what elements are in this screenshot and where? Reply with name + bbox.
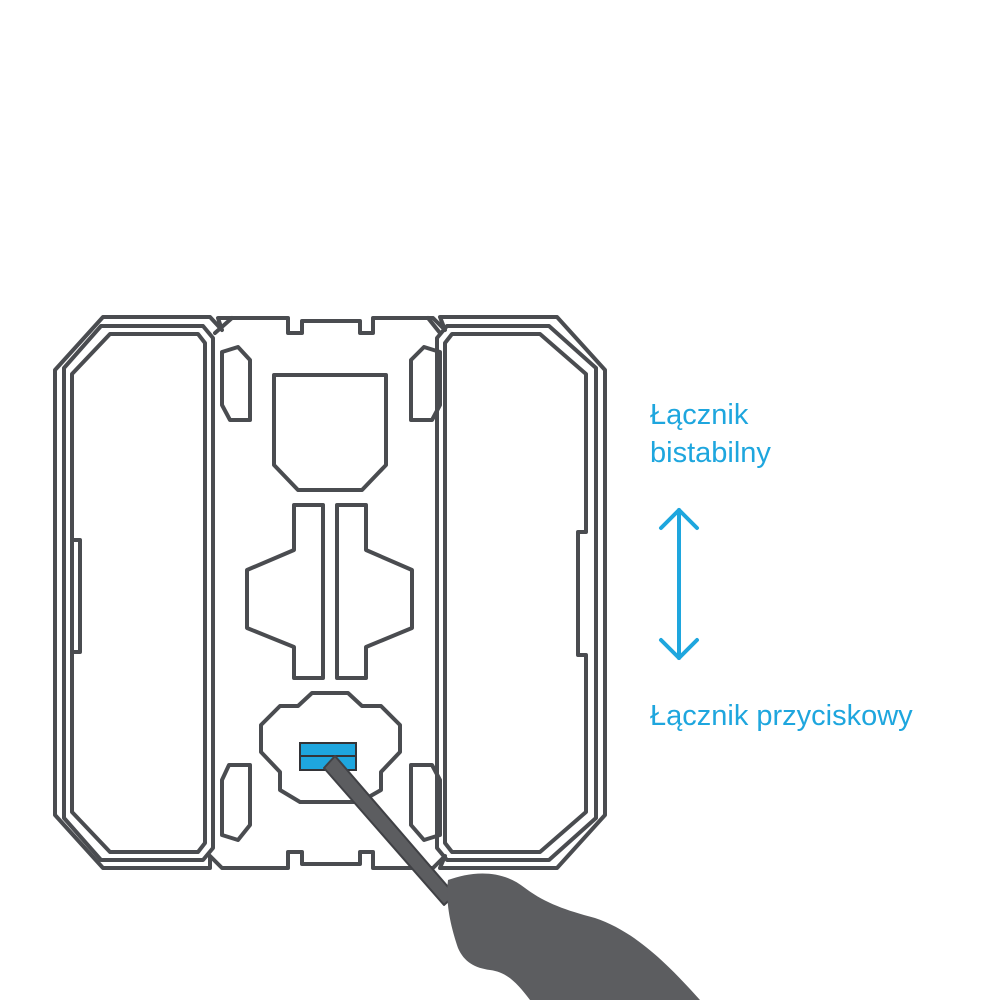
center-block-right-half — [335, 503, 414, 680]
latch-bottom-right — [409, 763, 442, 842]
bistable-switch-label-line-2: bistabilny — [650, 437, 771, 469]
right-rocker-inner-outline — [443, 332, 588, 854]
bistable-switch-label: Łącznik bistabilny — [650, 396, 771, 472]
screwdriver-icon — [323, 755, 700, 1000]
left-rocker — [62, 324, 215, 862]
push-button-switch-label: Łącznik przyciskowy — [650, 700, 913, 732]
screwdriver-handle — [447, 873, 700, 1000]
right-rocker — [435, 324, 598, 862]
latch-top-right — [409, 345, 442, 422]
latch-top-left — [220, 345, 252, 422]
frame-top-inner-rail — [213, 316, 442, 335]
left-rocker-outer-outline — [62, 324, 215, 862]
center-contact-block — [245, 503, 414, 680]
left-rocker-inner-outline — [70, 332, 207, 854]
switch-frame — [53, 315, 607, 870]
latch-bottom-left — [220, 763, 252, 842]
center-block-left-half — [245, 503, 325, 680]
selector-slider-top[interactable] — [299, 742, 357, 757]
corner-latches — [220, 345, 442, 842]
double-headed-vertical-arrow-icon — [659, 508, 699, 660]
bistable-switch-label-line-1: Łącznik — [650, 399, 749, 431]
right-rocker-outer-outline — [435, 324, 598, 862]
frame-outer-outline — [53, 315, 607, 870]
top-window — [272, 373, 388, 492]
